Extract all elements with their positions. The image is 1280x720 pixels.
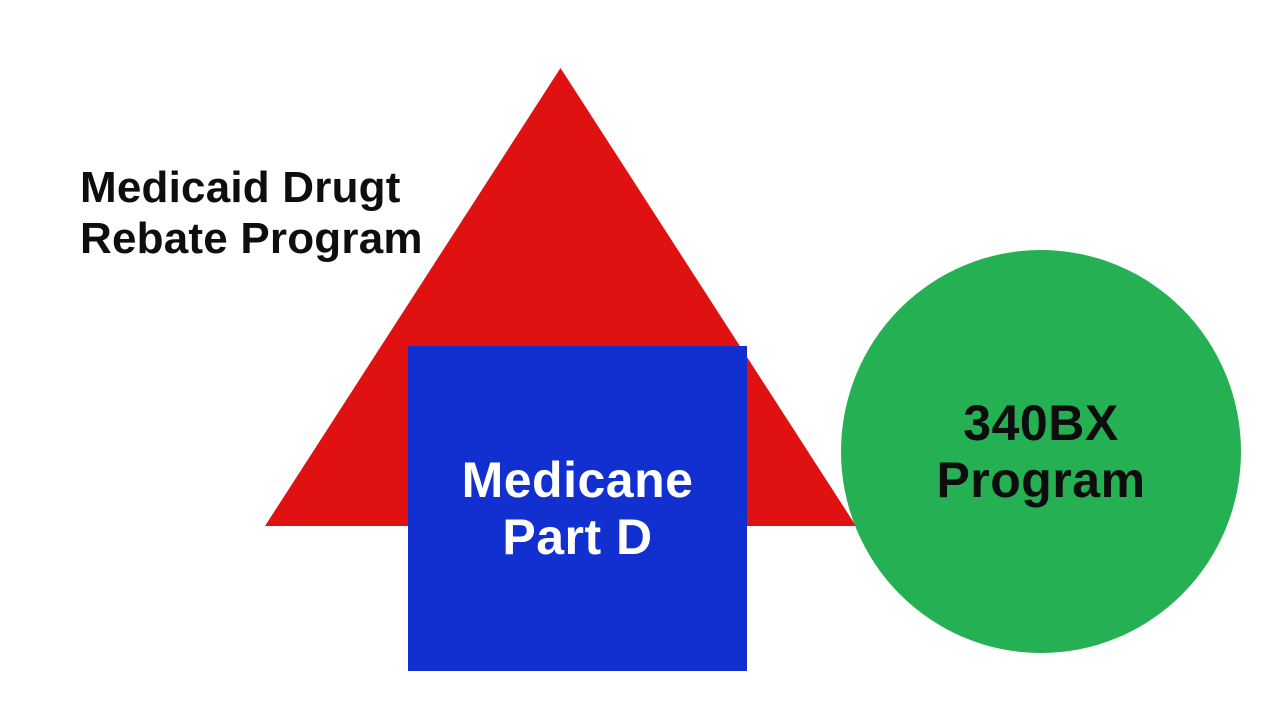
green-circle-shape: 340BX Program: [841, 250, 1241, 653]
circle-label-line1: 340BX: [963, 394, 1119, 451]
triangle-label: Medicaid Drugt Rebate Program: [80, 162, 423, 265]
triangle-label-line1: Medicaid Drugt: [80, 163, 401, 212]
blue-square-shape: Medicane Part D: [408, 346, 747, 671]
square-label-line1: Medicane: [461, 451, 694, 508]
circle-label: 340BX Program: [936, 395, 1145, 509]
triangle-label-line2: Rebate Program: [80, 214, 423, 264]
square-label-line2: Part D: [502, 508, 653, 565]
circle-label-line2: Program: [936, 451, 1146, 508]
square-label: Medicane Part D: [462, 452, 694, 566]
